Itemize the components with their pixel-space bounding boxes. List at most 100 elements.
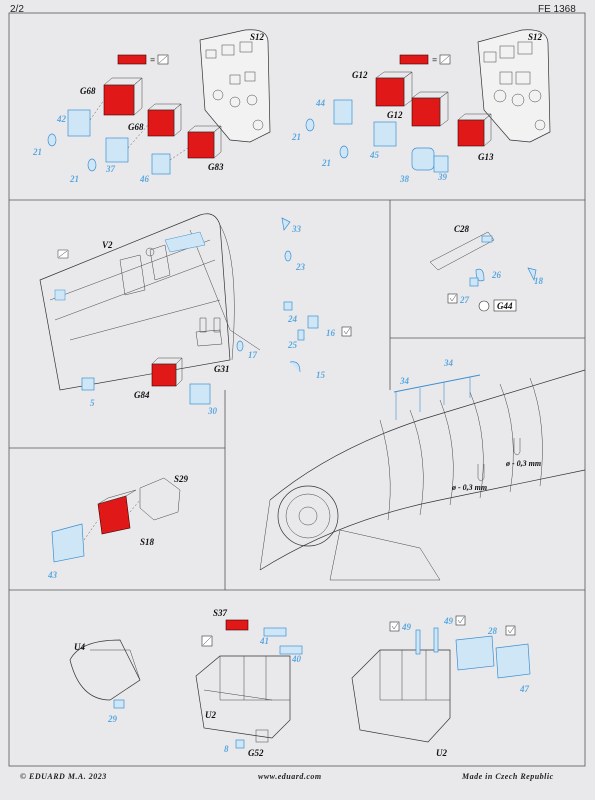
label-s12-right: S12: [528, 32, 543, 42]
num-40: 40: [291, 654, 302, 664]
part-43: [51, 523, 85, 563]
num-47: 47: [519, 684, 530, 694]
num-16: 16: [326, 328, 336, 338]
num-21a: 21: [32, 147, 42, 157]
num-15: 15: [316, 370, 326, 380]
part-37: [105, 137, 129, 163]
dim-wire-1: ø - 0,3 mm: [505, 459, 541, 468]
num-45: 45: [369, 150, 380, 160]
label-g31: G31: [214, 364, 230, 374]
num-33: 33: [291, 224, 302, 234]
check-icon-49a: [389, 621, 400, 632]
label-s12-left: S12: [250, 32, 265, 42]
check-icon: [341, 326, 352, 337]
part-21c: [305, 118, 315, 132]
part-s18: [97, 495, 131, 535]
part-g84: [151, 363, 177, 387]
num-21d: 21: [321, 158, 331, 168]
label-v2: V2: [102, 240, 113, 250]
num-49b: 49: [443, 616, 454, 626]
engine-cowling: [277, 485, 339, 547]
num-38: 38: [399, 174, 410, 184]
num-41: 41: [259, 636, 269, 646]
label-g12a: G12: [352, 70, 368, 80]
part-u2a: [195, 655, 291, 739]
copyright: © EDUARD M.A. 2023: [20, 772, 107, 781]
page-number: 2/2: [10, 4, 24, 15]
num-24: 24: [287, 314, 298, 324]
num-21c: 21: [291, 132, 301, 142]
part-g68a: [103, 84, 135, 116]
website-url: www.eduard.com: [258, 772, 322, 781]
paint-legend-red: [117, 54, 147, 65]
part-c28: [429, 231, 495, 271]
part-g13: [457, 119, 485, 147]
part-28: [455, 635, 495, 671]
part-21b: [87, 158, 97, 172]
part-46: [151, 153, 171, 175]
num-44: 44: [315, 98, 326, 108]
g44-symbol-icon: [478, 300, 490, 312]
label-g83: G83: [208, 162, 224, 172]
check-icon-49b: [455, 615, 466, 626]
label-s18: S18: [140, 537, 155, 547]
part-38: [411, 147, 435, 171]
part-g52: [255, 729, 269, 743]
panel-s12: [199, 29, 271, 143]
part-s37: [225, 619, 249, 631]
part-g12a: [375, 77, 405, 107]
part-g12b: [411, 97, 441, 127]
paint-legend-red-right: [399, 54, 429, 65]
num-5: 5: [90, 398, 95, 408]
part-21d: [339, 145, 349, 159]
num-25: 25: [287, 340, 298, 350]
page-border: [8, 12, 586, 767]
part-47: [495, 643, 531, 679]
part-u2b: [351, 649, 451, 743]
label-c28: C28: [454, 224, 470, 234]
part-42: [67, 109, 91, 137]
part-39: [433, 155, 449, 173]
label-g44: G44: [497, 301, 513, 311]
num-42: 42: [56, 114, 67, 124]
part-s29: [139, 477, 181, 521]
sec5: 34 34 ø - 0,3 mm ø - 0,3 mm: [259, 358, 586, 581]
num-37: 37: [105, 164, 116, 174]
label-s29: S29: [174, 474, 189, 484]
legend-equals-right: =: [432, 55, 437, 65]
num-23: 23: [295, 262, 306, 272]
num-29: 29: [107, 714, 118, 724]
num-43: 43: [47, 570, 58, 580]
num-34b: 34: [443, 358, 454, 368]
sec4: S29 S18 43: [47, 474, 189, 580]
label-s37: S37: [213, 608, 228, 618]
num-28: 28: [487, 626, 498, 636]
num-8: 8: [224, 744, 229, 754]
sec1-right: = S12 G12 G12 G13: [291, 29, 551, 184]
num-46: 46: [139, 174, 150, 184]
num-21b: 21: [69, 174, 79, 184]
label-g13: G13: [478, 152, 494, 162]
sec3: C28 26 18 27 G44: [429, 224, 544, 312]
check-icon-28: [505, 625, 516, 636]
sec6: U4 29 U2 S37 41 40 8 G52 U2: [69, 608, 531, 758]
sec1-left: = S12 G68 G68 G: [32, 29, 271, 184]
num-17: 17: [248, 350, 258, 360]
origin-note: Made in Czech Republic: [462, 772, 554, 781]
label-u2b: U2: [436, 748, 447, 758]
num-39: 39: [437, 172, 448, 182]
label-u4: U4: [74, 642, 85, 652]
part-g68b: [147, 109, 175, 137]
part-45: [373, 121, 397, 147]
sec2: V2 33 23 24 16 25 17 15 G31: [39, 213, 352, 416]
part-g83: [187, 131, 215, 159]
part-44: [333, 99, 353, 125]
num-26: 26: [491, 270, 502, 280]
part-21a: [47, 133, 57, 147]
check-icon-c28: [447, 293, 458, 304]
num-34a: 34: [399, 376, 410, 386]
label-g68b: G68: [128, 122, 144, 132]
part-u4: [69, 639, 141, 701]
